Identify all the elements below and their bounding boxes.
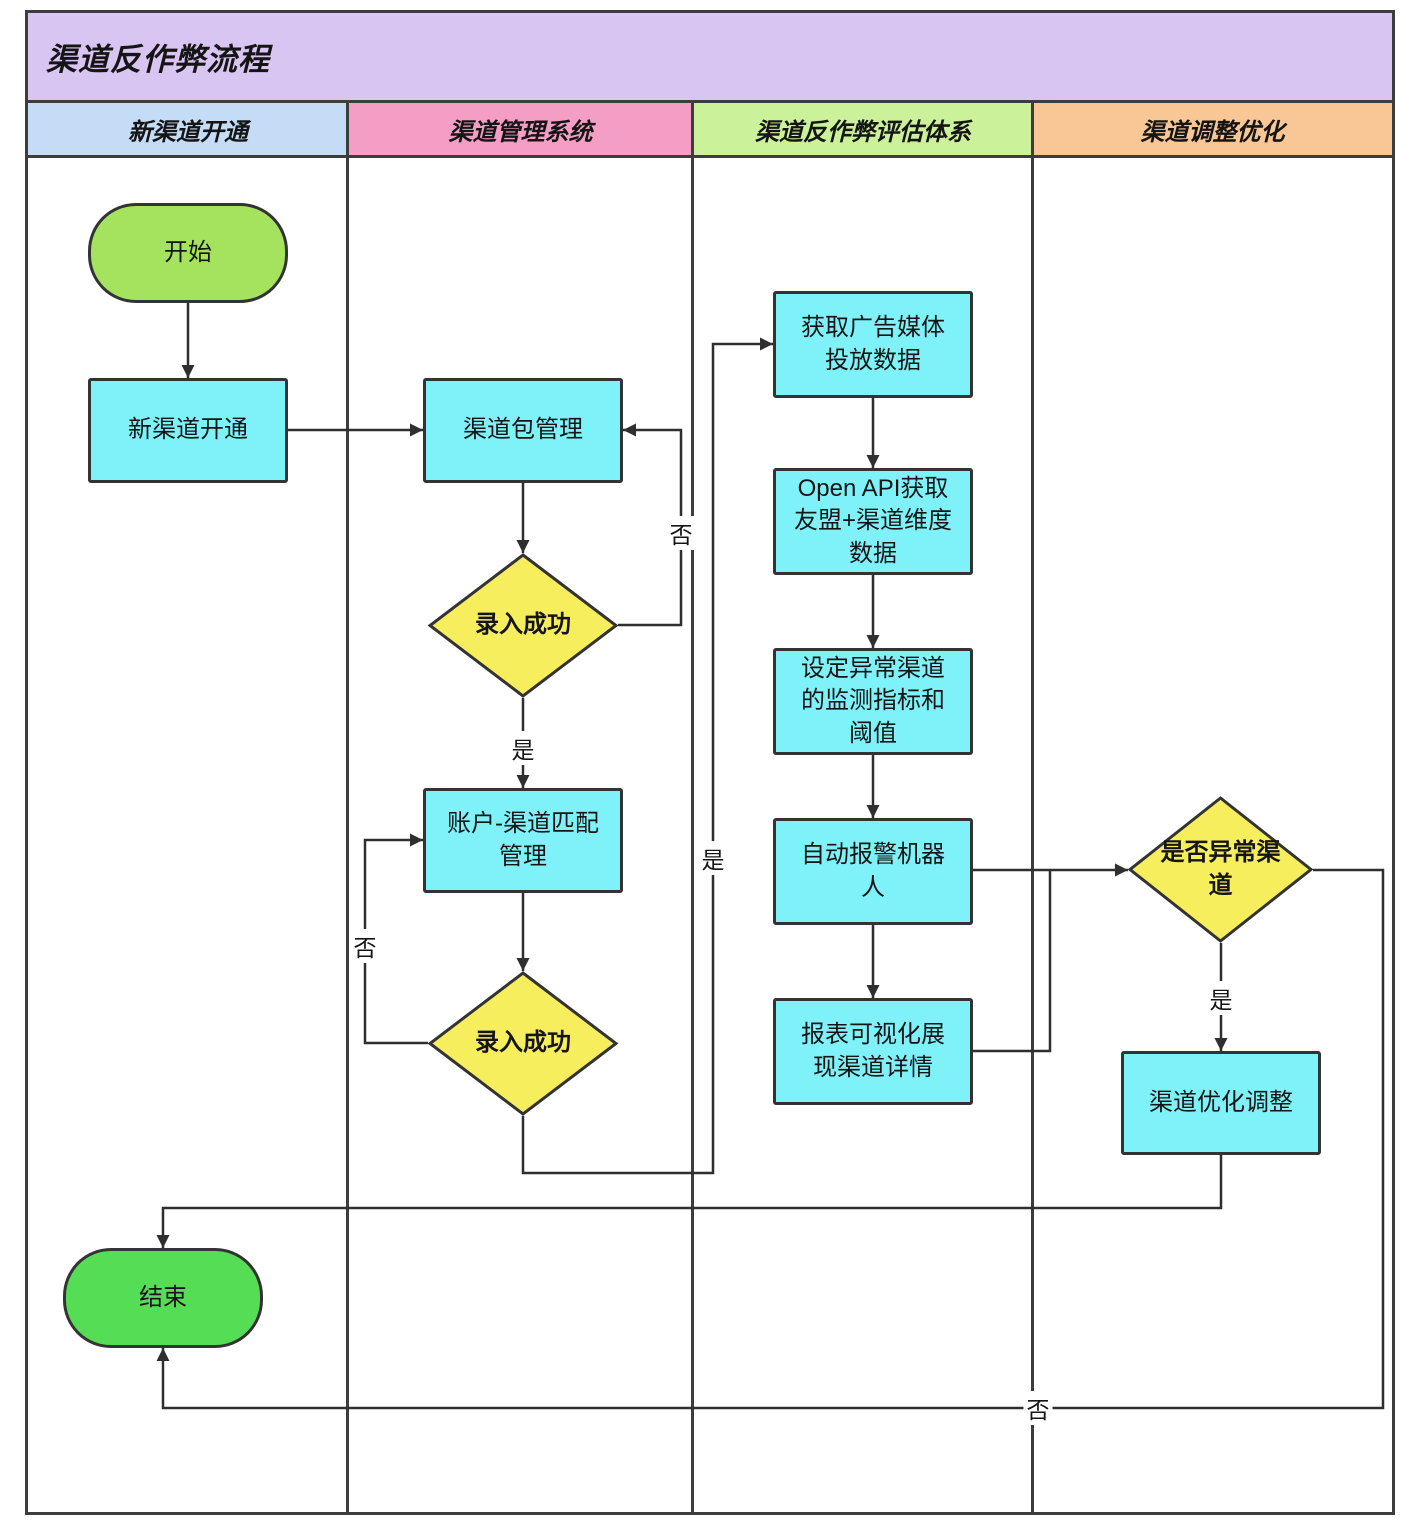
lane-header-new-channel-open: 新渠道开通	[28, 103, 348, 155]
process-account-channel-match: 账户-渠道匹配管理	[423, 788, 623, 893]
decision-entry-success-2: 录入成功	[427, 971, 619, 1116]
decision-is-abnormal-channel-label: 是否异常渠道	[1160, 839, 1281, 899]
lane-header-channel-mgmt-system: 渠道管理系统	[348, 103, 693, 155]
process-get-ad-media-data: 获取广告媒体投放数据	[773, 291, 973, 398]
lane-headers: 新渠道开通 渠道管理系统 渠道反作弊评估体系 渠道调整优化	[28, 103, 1392, 158]
process-channel-package-mgmt: 渠道包管理	[423, 378, 623, 483]
flowchart-frame: 渠道反作弊流程 新渠道开通 渠道管理系统 渠道反作弊评估体系 渠道调整优化	[25, 10, 1395, 1515]
edge-label-abnormal-yes: 是	[1206, 981, 1236, 1015]
start-node: 开始	[88, 203, 288, 303]
process-new-channel-open: 新渠道开通	[88, 378, 288, 483]
lane-divider-1	[346, 103, 349, 1512]
edge-label-entry1-no: 否	[666, 516, 696, 550]
lane-divider-2	[691, 103, 694, 1512]
process-set-abnormal-metrics: 设定异常渠道的监测指标和阈值	[773, 648, 973, 755]
end-node: 结束	[63, 1248, 263, 1348]
process-channel-optimization: 渠道优化调整	[1121, 1051, 1321, 1155]
lane-divider-3	[1031, 103, 1034, 1512]
edge-label-entry2-no: 否	[350, 929, 380, 963]
decision-entry-success-1: 录入成功	[427, 553, 619, 698]
edge-label-entry1-yes: 是	[508, 731, 538, 765]
flowchart-title: 渠道反作弊流程	[46, 42, 270, 77]
process-report-visualization: 报表可视化展现渠道详情	[773, 998, 973, 1105]
lane-header-anti-fraud-evaluation: 渠道反作弊评估体系	[693, 103, 1033, 155]
decision-entry-success-1-label: 录入成功	[474, 611, 571, 639]
process-open-api-data: Open API获取友盟+渠道维度数据	[773, 468, 973, 575]
lane-header-channel-adjust-optimize: 渠道调整优化	[1033, 103, 1392, 155]
title-bar: 渠道反作弊流程	[28, 13, 1392, 103]
edge-label-entry2-yes: 是	[698, 841, 728, 875]
process-auto-alarm-robot: 自动报警机器人	[773, 818, 973, 925]
decision-entry-success-2-label: 录入成功	[474, 1029, 571, 1057]
edge-label-abnormal-no: 否	[1023, 1391, 1053, 1425]
decision-is-abnormal-channel: 是否异常渠道	[1127, 796, 1314, 943]
